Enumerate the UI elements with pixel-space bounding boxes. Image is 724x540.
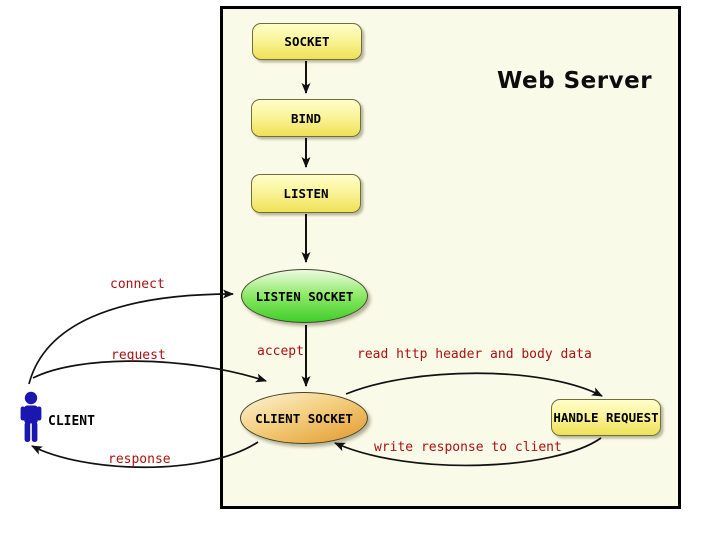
node-listen: LISTEN bbox=[251, 174, 361, 213]
client-label: CLIENT bbox=[48, 414, 95, 429]
node-listen-socket-label: LISTEN SOCKET bbox=[255, 288, 354, 304]
web-server-title: Web Server bbox=[497, 68, 653, 94]
node-client-socket: CLIENT SOCKET bbox=[240, 392, 368, 444]
node-client-socket-label: CLIENT SOCKET bbox=[255, 410, 353, 426]
edge-label-response: response bbox=[108, 452, 171, 467]
node-socket: SOCKET bbox=[252, 23, 362, 60]
edge-label-accept: accept bbox=[257, 344, 304, 359]
node-listen-label: LISTEN bbox=[283, 186, 329, 201]
node-listen-socket: LISTEN SOCKET bbox=[241, 269, 368, 323]
edge-label-connect: connect bbox=[110, 277, 165, 292]
edge-label-request: request bbox=[111, 348, 166, 363]
edge-label-write-response: write response to client bbox=[374, 440, 562, 455]
node-bind-label: BIND bbox=[290, 110, 322, 126]
node-handle-request: HANDLE REQUEST bbox=[551, 399, 661, 436]
edge-connect-arrow bbox=[28, 289, 234, 385]
client-person-icon bbox=[20, 391, 42, 442]
node-bind: BIND bbox=[251, 99, 361, 137]
edge-label-read-http: read http header and body data bbox=[357, 347, 592, 362]
node-socket-label: SOCKET bbox=[284, 34, 330, 49]
node-handle-request-label: HANDLE REQUEST bbox=[553, 410, 659, 425]
